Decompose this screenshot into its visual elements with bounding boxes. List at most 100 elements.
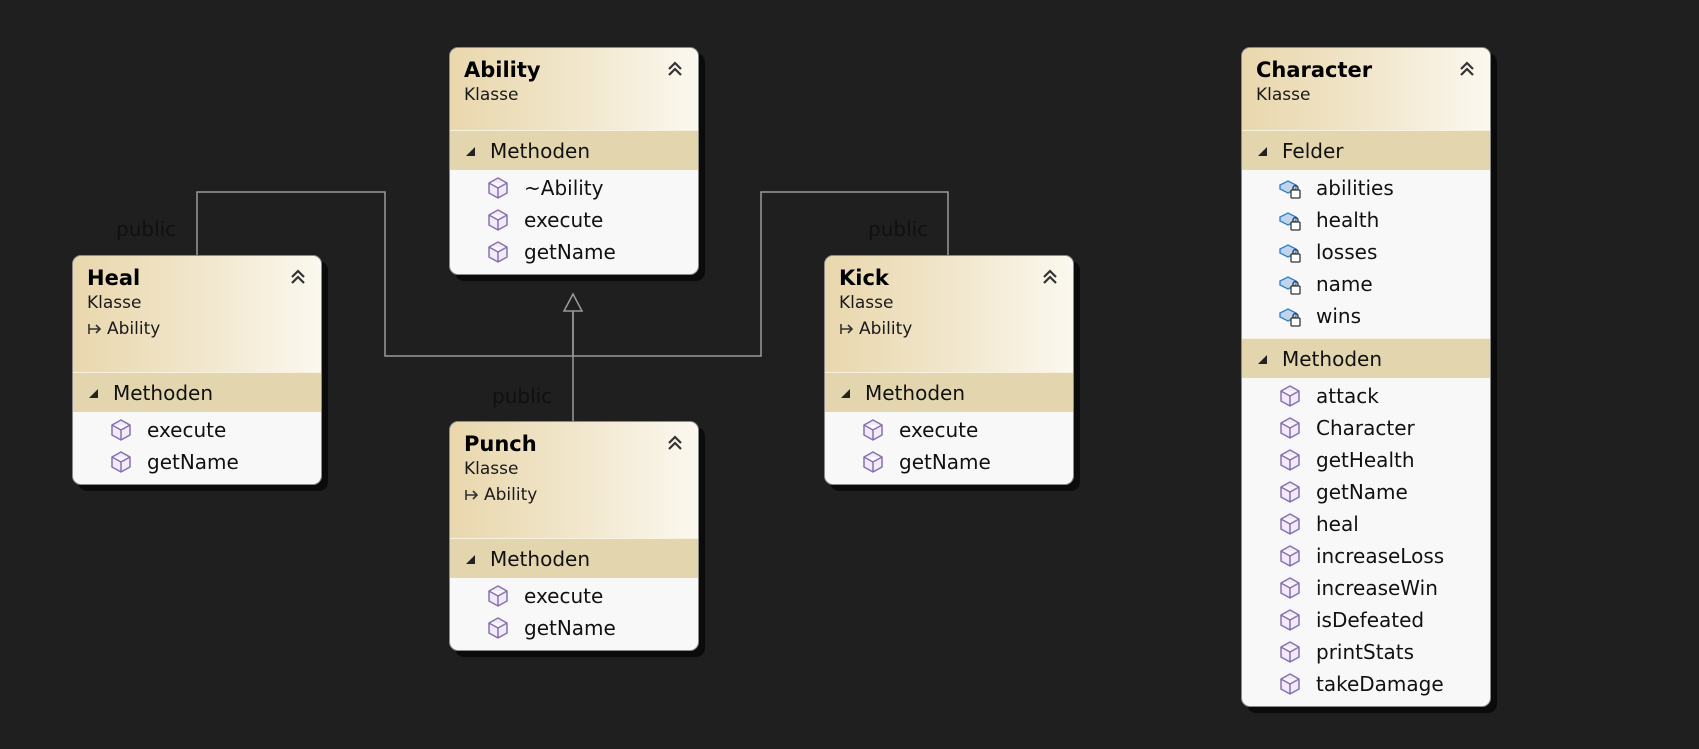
connector-label-punch: public [492, 384, 553, 408]
private-field-icon [1279, 180, 1301, 199]
method-item[interactable]: takeDamage [1242, 668, 1490, 700]
collapse-button[interactable] [287, 266, 309, 288]
triangle-down-icon [466, 146, 475, 156]
collapse-button[interactable] [664, 58, 686, 80]
collapse-button[interactable] [1039, 266, 1061, 288]
method-item[interactable]: ~Ability [450, 172, 698, 204]
method-item[interactable]: attack [1242, 380, 1490, 412]
method-name: ~Ability [524, 176, 604, 200]
method-cube-icon [111, 419, 131, 441]
method-cube-icon [488, 209, 508, 231]
triangle-down-icon [1258, 146, 1267, 156]
private-field-icon [1279, 244, 1301, 263]
method-cube-icon [1280, 417, 1300, 439]
class-name: Kick [839, 266, 889, 290]
class-kind: Klasse [464, 459, 519, 479]
private-field-icon [1279, 276, 1301, 295]
class-name: Character [1256, 58, 1373, 82]
collapse-button[interactable] [664, 432, 686, 454]
method-cube-icon [488, 585, 508, 607]
triangle-down-icon [1258, 354, 1267, 364]
method-item[interactable]: increaseWin [1242, 572, 1490, 604]
method-item[interactable]: increaseLoss [1242, 540, 1490, 572]
base-class: Ability [464, 482, 684, 508]
generalization-arrowhead [562, 292, 584, 312]
field-item[interactable]: name [1242, 268, 1490, 300]
class-punch[interactable]: Punch Klasse Ability Methoden execute ge… [449, 421, 699, 651]
methods-section-label: Methoden [490, 546, 590, 571]
method-item[interactable]: printStats [1242, 636, 1490, 668]
class-header: Ability Klasse [450, 48, 698, 130]
method-cube-icon [1280, 513, 1300, 535]
method-item[interactable]: isDefeated [1242, 604, 1490, 636]
methods-section-toggle[interactable]: Methoden [450, 538, 698, 578]
method-cube-icon [1280, 545, 1300, 567]
methods-list: execute getName [450, 578, 698, 650]
class-character[interactable]: Character Klasse Felder abilities health… [1241, 47, 1491, 707]
method-cube-icon [1280, 673, 1300, 695]
method-item[interactable]: Character [1242, 412, 1490, 444]
method-name: getName [1316, 480, 1408, 504]
private-field-icon [1279, 308, 1301, 327]
field-name: health [1316, 208, 1380, 232]
methods-section-toggle[interactable]: Methoden [1242, 338, 1490, 378]
method-name: getName [524, 240, 616, 264]
method-item[interactable]: getName [450, 612, 698, 644]
method-cube-icon [1280, 385, 1300, 407]
connector-label-kick: public [868, 217, 929, 241]
fields-section-label: Felder [1282, 138, 1344, 163]
class-kind: Klasse [839, 293, 894, 313]
method-name: getName [147, 450, 239, 474]
class-header: Character Klasse [1242, 48, 1490, 130]
method-item[interactable]: execute [825, 414, 1073, 446]
double-chevron-up-icon [668, 435, 682, 450]
method-item[interactable]: execute [450, 580, 698, 612]
class-header: Kick Klasse Ability [825, 256, 1073, 372]
class-kick[interactable]: Kick Klasse Ability Methoden execute get… [824, 255, 1074, 485]
method-item[interactable]: getName [1242, 476, 1490, 508]
method-item[interactable]: getName [73, 446, 321, 478]
method-item[interactable]: execute [73, 414, 321, 446]
triangle-down-icon [841, 388, 850, 398]
class-kind: Klasse [87, 293, 142, 313]
methods-section-toggle[interactable]: Methoden [73, 372, 321, 412]
method-item[interactable]: heal [1242, 508, 1490, 540]
fields-section-toggle[interactable]: Felder [1242, 130, 1490, 170]
method-item[interactable]: getName [825, 446, 1073, 478]
method-name: getHealth [1316, 448, 1415, 472]
field-item[interactable]: abilities [1242, 172, 1490, 204]
methods-section-toggle[interactable]: Methoden [825, 372, 1073, 412]
method-name: getName [524, 616, 616, 640]
class-name: Ability [464, 58, 541, 82]
collapse-button[interactable] [1456, 58, 1478, 80]
methods-section-label: Methoden [113, 380, 213, 405]
fields-list: abilities health losses name wins [1242, 170, 1490, 338]
class-kind: Klasse [1256, 85, 1311, 105]
field-name: losses [1316, 240, 1378, 264]
methods-section-label: Methoden [490, 138, 590, 163]
method-name: isDefeated [1316, 608, 1425, 632]
field-item[interactable]: wins [1242, 300, 1490, 332]
class-ability[interactable]: Ability Klasse Methoden ~Ability execute… [449, 47, 699, 275]
method-name: execute [147, 418, 227, 442]
field-item[interactable]: health [1242, 204, 1490, 236]
method-item[interactable]: getName [450, 236, 698, 268]
methods-section-label: Methoden [865, 380, 965, 405]
double-chevron-up-icon [1460, 61, 1474, 76]
method-name: takeDamage [1316, 672, 1444, 696]
method-cube-icon [1280, 481, 1300, 503]
methods-section-toggle[interactable]: Methoden [450, 130, 698, 170]
methods-list: execute getName [825, 412, 1073, 484]
base-class: Ability [87, 316, 307, 342]
triangle-down-icon [466, 554, 475, 564]
method-name: increaseWin [1316, 576, 1438, 600]
field-item[interactable]: losses [1242, 236, 1490, 268]
base-class-name: Ability [107, 319, 161, 339]
method-item[interactable]: getHealth [1242, 444, 1490, 476]
class-heal[interactable]: Heal Klasse Ability Methoden execute get… [72, 255, 322, 485]
method-item[interactable]: execute [450, 204, 698, 236]
class-name: Heal [87, 266, 141, 290]
inheritance-arrow-icon [840, 324, 854, 334]
inheritance-arrow-icon [465, 490, 479, 500]
